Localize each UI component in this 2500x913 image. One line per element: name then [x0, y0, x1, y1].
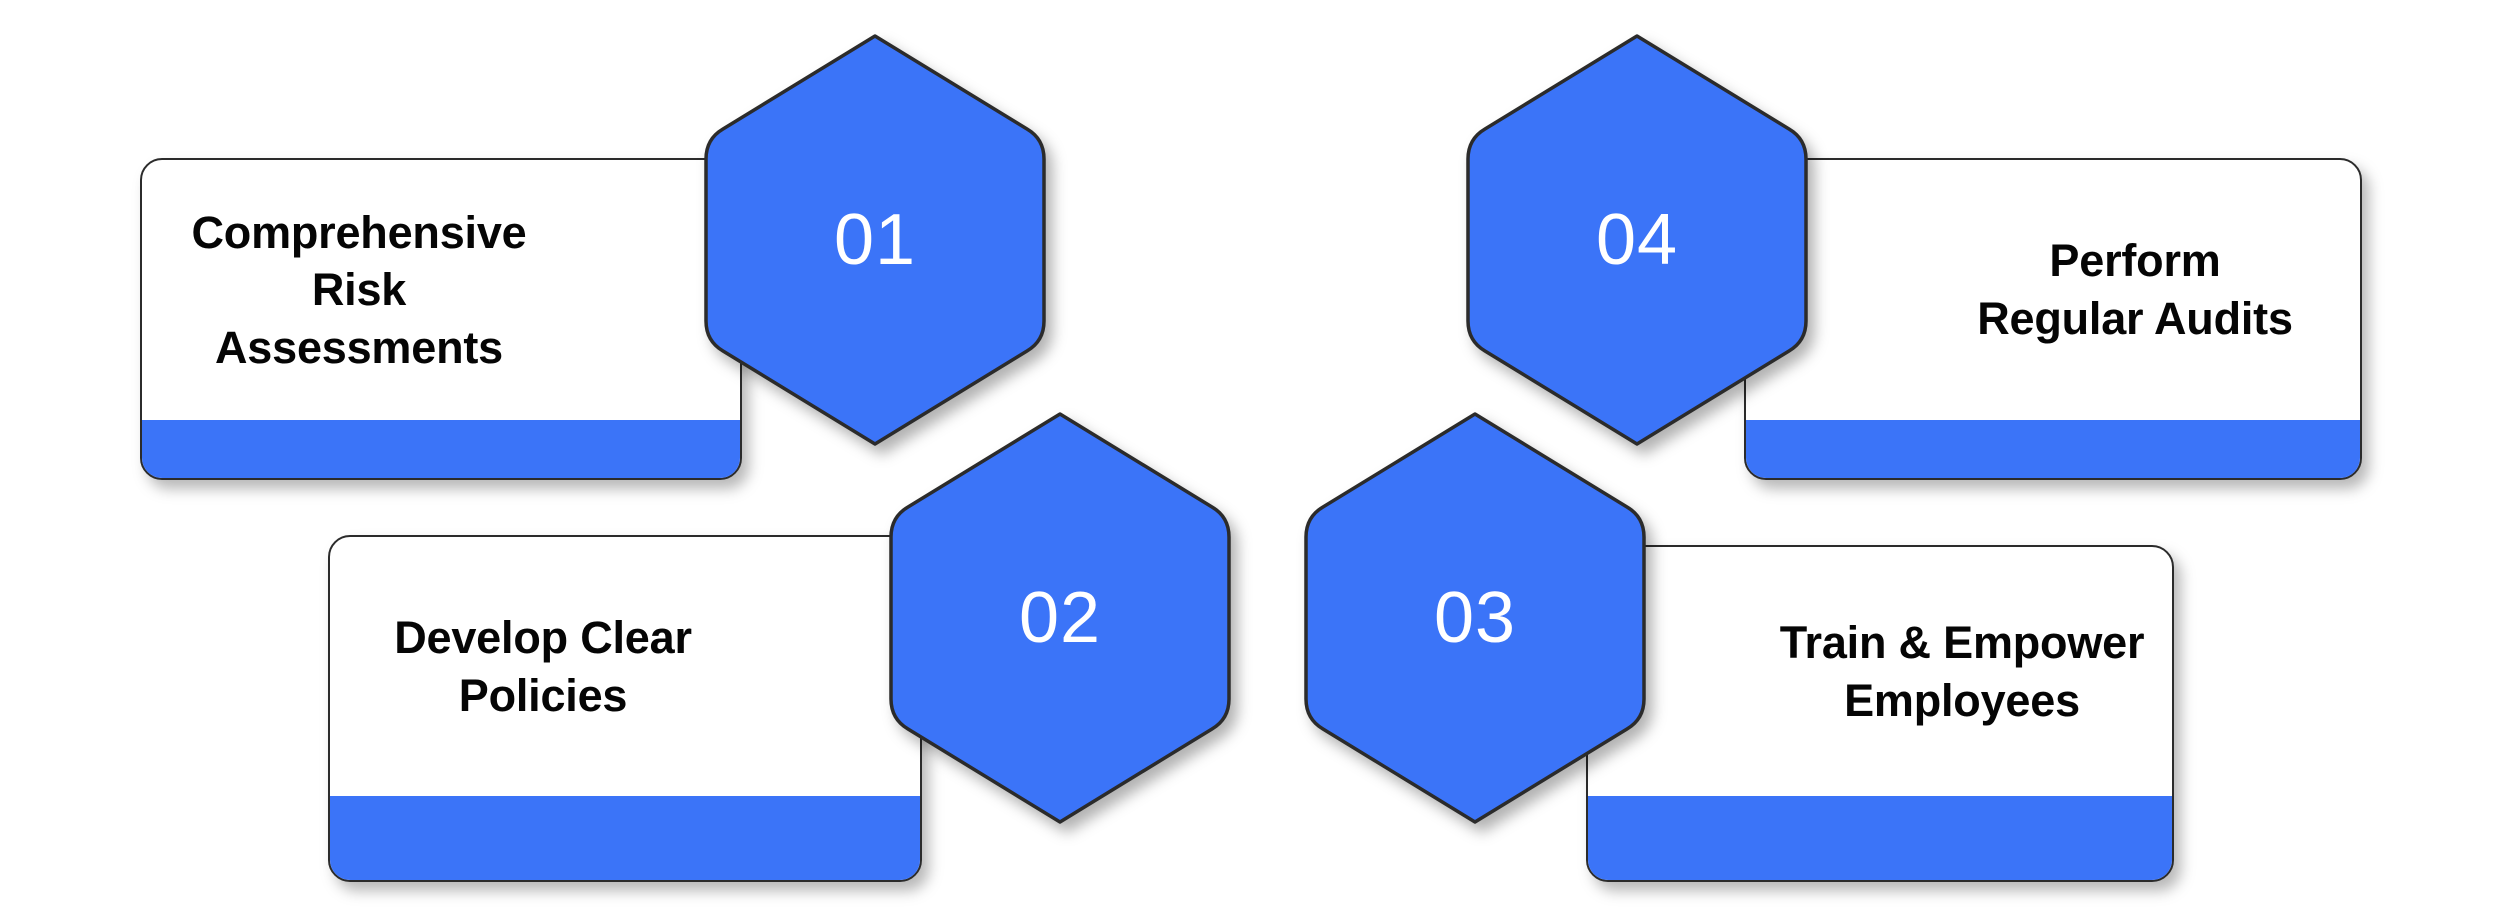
step-card-01-title: Comprehensive Risk Assessments — [191, 206, 527, 373]
step-card-03-accent-bar — [1588, 796, 2172, 880]
step-card-01-accent-bar — [142, 420, 740, 478]
hexagon-shape-02 — [889, 412, 1231, 824]
step-card-04-body: Perform Regular Audits — [1746, 160, 2360, 420]
step-card-04-accent-bar — [1746, 420, 2360, 478]
step-card-01[interactable]: Comprehensive Risk Assessments — [140, 158, 742, 480]
step-card-04[interactable]: Perform Regular Audits — [1744, 158, 2362, 480]
step-badge-hexagon-01[interactable]: 01 — [700, 30, 1050, 450]
step-card-03-title: Train & Empower Employees — [1779, 616, 2145, 726]
step-badge-hexagon-02[interactable]: 02 — [885, 408, 1235, 828]
step-card-01-body: Comprehensive Risk Assessments — [142, 160, 740, 420]
hexagon-shape-03 — [1304, 412, 1646, 824]
hexagon-shape-04 — [1466, 34, 1808, 446]
step-card-03[interactable]: Train & Empower Employees — [1586, 545, 2174, 882]
hexagon-shape-01 — [704, 34, 1046, 446]
step-card-02-accent-bar — [330, 796, 920, 880]
step-card-02-body: Develop Clear Policies — [330, 537, 920, 796]
step-card-04-title: Perform Regular Audits — [1977, 235, 2293, 344]
step-card-02-title: Develop Clear Policies — [394, 611, 692, 721]
step-card-03-body: Train & Empower Employees — [1588, 547, 2172, 796]
step-badge-hexagon-04[interactable]: 04 — [1462, 30, 1812, 450]
step-card-02[interactable]: Develop Clear Policies — [328, 535, 922, 882]
step-badge-hexagon-03[interactable]: 03 — [1300, 408, 1650, 828]
